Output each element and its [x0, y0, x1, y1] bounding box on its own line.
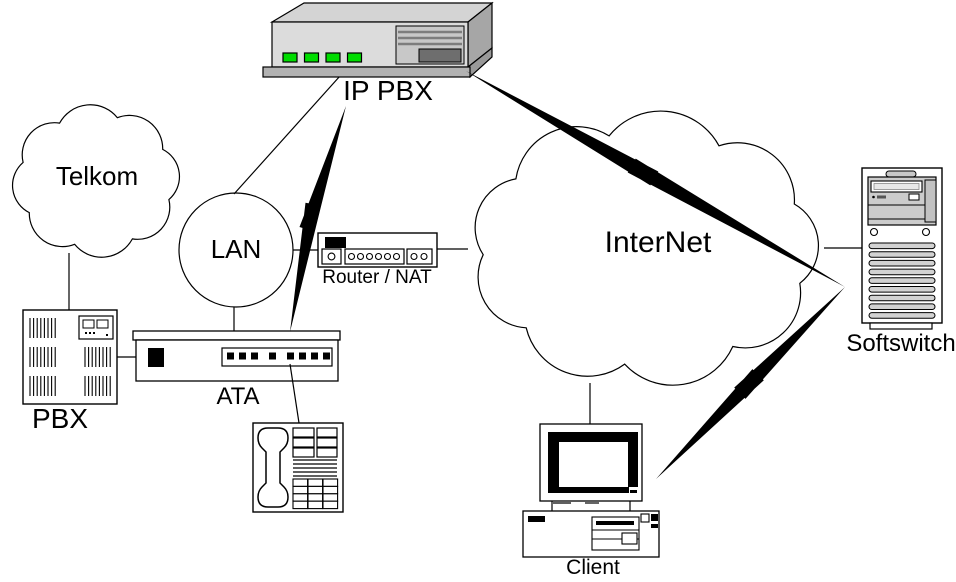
ata-icon — [132, 330, 341, 382]
lightning-softswitch-client-bolt — [656, 287, 845, 479]
internet-cloud-icon — [474, 110, 820, 386]
lightning-bolts-layer — [290, 71, 845, 479]
client-icon — [522, 423, 660, 558]
client-label: Client — [566, 556, 620, 579]
phone-keypad — [292, 427, 339, 510]
router-led-window — [325, 237, 346, 248]
router-port-row — [321, 248, 433, 265]
telkom-cloud-icon — [11, 104, 181, 258]
ata-power-block — [148, 348, 164, 367]
monitor-screen — [559, 442, 628, 487]
internet-label: InterNet — [604, 226, 712, 259]
lan-label: LAN — [210, 234, 262, 264]
status-led-row — [282, 52, 363, 63]
ip-pbx-label: IP PBX — [343, 75, 433, 106]
pbx-vent-grilles — [29, 318, 111, 396]
lightning-ippbx-ata-bolt — [290, 106, 346, 332]
softswitch-icon — [861, 167, 943, 330]
pbx-icon — [22, 309, 118, 405]
router-nat-label: Router / NAT — [322, 267, 432, 288]
softswitch-label: Softswitch — [846, 330, 956, 357]
connection-ata-phone — [289, 363, 300, 424]
lightning-ippbx-softswitch-bolt — [466, 71, 845, 287]
router-nat-icon — [317, 232, 438, 268]
tower-vent-slats — [868, 242, 936, 319]
telkom-label: Telkom — [55, 161, 139, 191]
connection-lines-top-layer — [289, 363, 300, 424]
ip-pbx-icon — [262, 1, 494, 79]
drive-slot — [418, 48, 462, 63]
handset — [257, 427, 289, 508]
pbx-label: PBX — [31, 403, 89, 434]
connection-ippbx-lan — [233, 75, 341, 195]
ata-port-row — [227, 352, 330, 360]
telephone-icon — [252, 422, 344, 513]
clouds-layer — [11, 104, 820, 386]
ata-label: ATA — [216, 383, 260, 410]
